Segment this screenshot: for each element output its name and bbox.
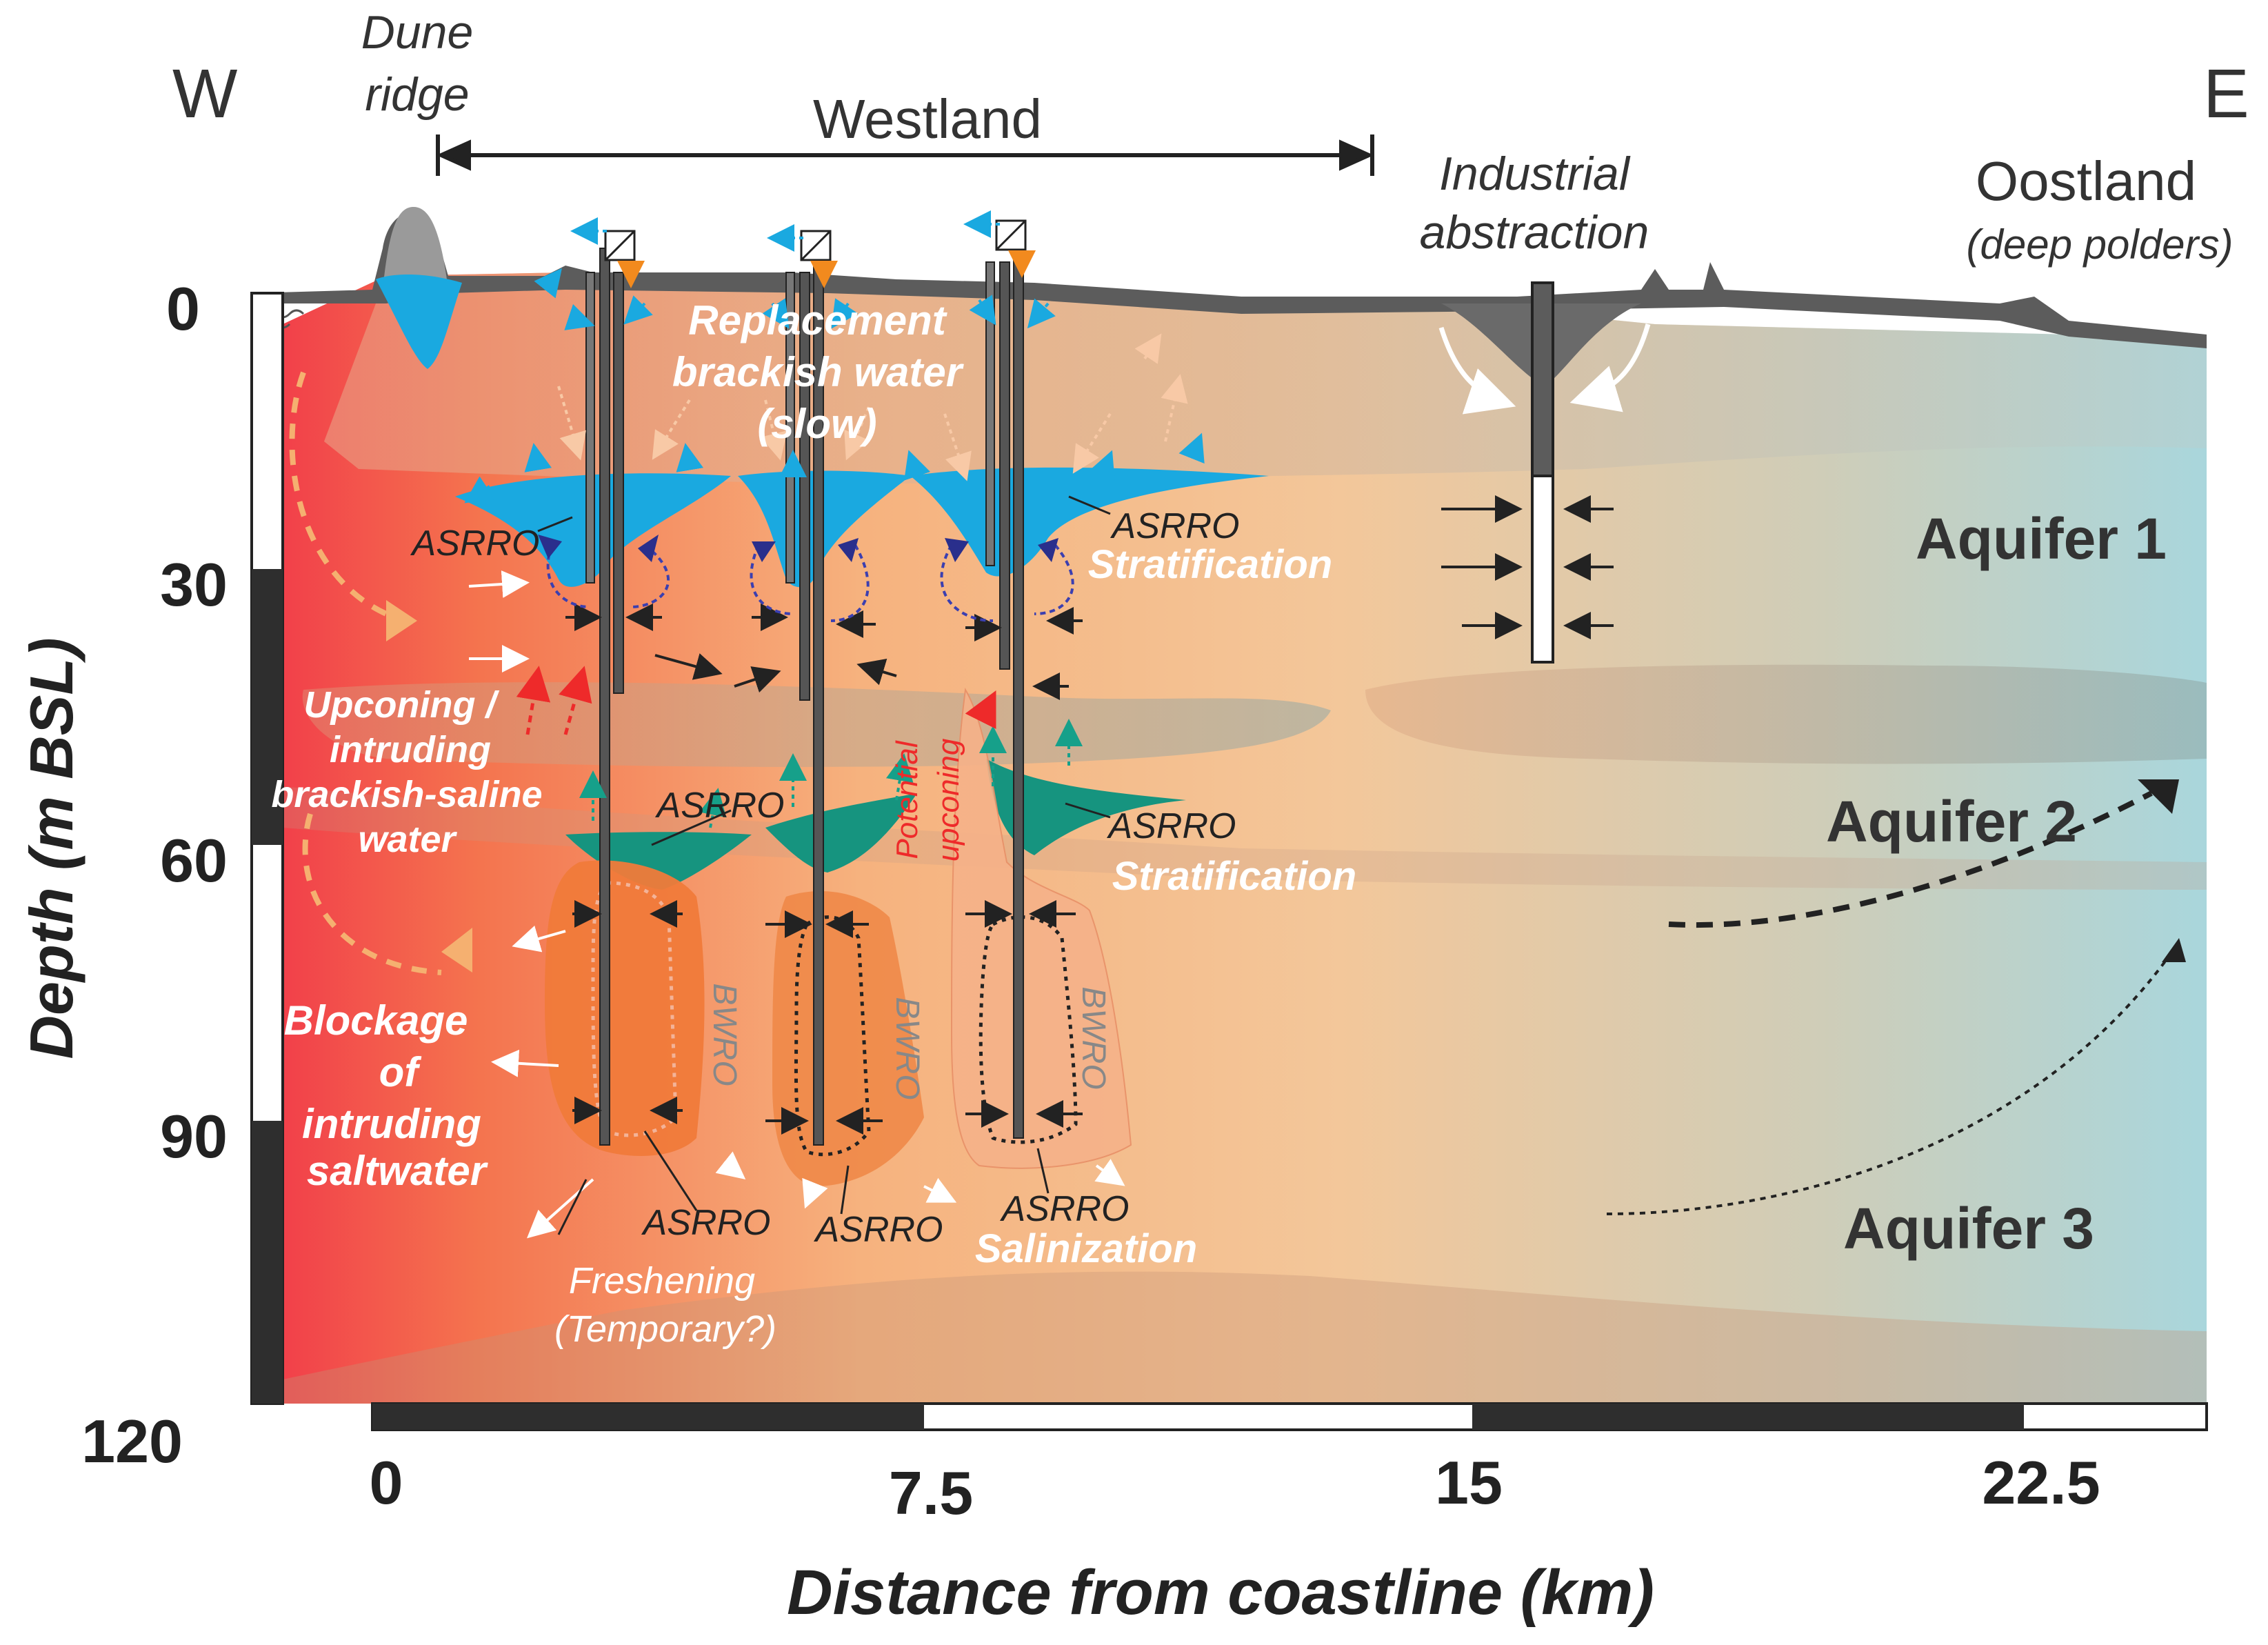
asrro-fresh-bubbles-aquifer2 — [565, 759, 1186, 890]
x-tick-0: 0 — [370, 1448, 403, 1517]
clay-layer-3 — [283, 786, 2207, 890]
y-tick-90: 90 — [160, 1102, 228, 1170]
navy-arrowheads — [538, 535, 1058, 562]
asrro-label-a2-right: ASRRO — [1107, 806, 1236, 846]
inflow-arrows-industrial — [1441, 495, 1614, 639]
aquifer-3-label: Aquifer 3 — [1843, 1196, 2094, 1261]
y-axis-title: Depth (m BSL) — [17, 637, 86, 1059]
aquifer-1-label: Aquifer 1 — [1916, 506, 2167, 571]
westland-label: Westland — [813, 88, 1042, 150]
asrro-well-3 — [985, 219, 1027, 1139]
bwro-label-2: BWRO — [889, 997, 925, 1099]
freshening-label-line2: (Temporary?) — [554, 1308, 776, 1350]
industrial-label-line2: abstraction — [1420, 206, 1649, 259]
replacement-label-line2: brackish water — [672, 349, 965, 395]
bwro-plume-1 — [545, 860, 705, 1156]
freshening-label-line1: Freshening — [569, 1260, 755, 1302]
asrro-label-a1-left: ASRRO — [410, 524, 540, 564]
oostland-sub-label: (deep polders) — [1967, 221, 2234, 268]
orange-well-arrows — [617, 250, 1036, 288]
bwro-plume-3 — [950, 688, 1132, 1169]
x-tick-22-5: 22.5 — [1982, 1448, 2100, 1517]
coastal-intrusion-arrows — [289, 371, 442, 975]
upconing-label-line3: brackish-saline — [271, 774, 542, 815]
coastal-intrusion-arrowheads — [386, 600, 472, 973]
y-tick-0: 0 — [166, 275, 200, 343]
upconing-label-line2: intruding — [330, 729, 491, 770]
asrro-label-a2-left: ASRRO — [655, 786, 785, 826]
clay-lens-2 — [1365, 664, 2207, 764]
lateral-arrows-black — [565, 604, 1083, 1135]
distance-scale-bar — [371, 1402, 2208, 1431]
y-tick-120: 120 — [81, 1407, 183, 1475]
bwro-plume-2-inner — [794, 915, 871, 1157]
industrial-label-line1: Industrial — [1439, 148, 1631, 200]
blockage-label-line4: saltwater — [307, 1148, 489, 1194]
west-label: W — [172, 55, 238, 132]
bwro-label-1: BWRO — [706, 983, 743, 1086]
y-tick-30: 30 — [160, 550, 228, 619]
stratification-label-1: Stratification — [1088, 542, 1333, 587]
blockage-label-line3: intruding — [302, 1101, 481, 1147]
salinization-label: Salinization — [975, 1226, 1197, 1271]
bottom-clay — [283, 1271, 2207, 1404]
asrro-label-a3-2: ASRRO — [814, 1210, 943, 1250]
bwro-label-3: BWRO — [1075, 986, 1112, 1089]
x-axis-title: Distance from coastline (km) — [787, 1557, 1654, 1628]
surface-topsoil — [255, 212, 2207, 348]
dune-ridge-label-line2: ridge — [365, 68, 469, 121]
bwro-plumes — [545, 688, 1132, 1186]
bwro-plume-3-inner — [979, 915, 1078, 1144]
westland-bracket — [436, 134, 1374, 176]
x-tick-15: 15 — [1435, 1448, 1503, 1517]
stratification-label-2: Stratification — [1112, 854, 1357, 899]
asrro-well-1 — [585, 230, 636, 1146]
asrro-label-a1-right: ASRRO — [1110, 506, 1240, 546]
aquifer-2-label: Aquifer 2 — [1826, 789, 2077, 854]
asrro-label-a3-3: ASRRO — [1000, 1189, 1130, 1229]
dune-freshwater-lens — [376, 275, 462, 369]
depth-scale-bar — [250, 292, 284, 1405]
drawdown-arrows — [1438, 323, 1651, 415]
dune-ridge-label-line1: Dune — [361, 6, 474, 59]
upconing-label-line1: Upconing / — [304, 684, 500, 726]
surface-blue-arrows — [464, 210, 1205, 504]
navy-circulation-arrows — [546, 544, 1074, 622]
asrro-label-a3-1: ASRRO — [641, 1203, 771, 1243]
dune-ridge — [383, 207, 448, 290]
inland-flow-arrows — [1606, 779, 2186, 1215]
potential-upconing-label-line2: upconing — [932, 738, 965, 861]
oostland-label: Oostland — [1976, 150, 2196, 212]
y-tick-60: 60 — [160, 826, 228, 895]
industrial-well — [1531, 281, 1554, 664]
replacement-label-line1: Replacement — [688, 297, 947, 343]
saltwater-arrows-white — [468, 570, 1125, 1239]
asrro-well-2 — [785, 230, 832, 1146]
peach-dashed-arrows — [557, 333, 1188, 481]
east-label: E — [2203, 55, 2249, 132]
bwro-plume-2 — [772, 890, 924, 1186]
potential-upconing-label-line1: Potential — [890, 740, 924, 859]
upconing-red-arrows — [516, 666, 996, 735]
leader-lines — [537, 495, 1111, 1235]
upconing-label-line4: water — [358, 819, 457, 860]
blockage-label-line2: of — [379, 1049, 422, 1095]
x-tick-7-5: 7.5 — [889, 1459, 973, 1527]
text-layer: W E Dune ridge Westland Industrial abstr… — [17, 6, 2249, 1628]
teal-upward-arrows — [579, 719, 1083, 828]
blockage-label-line1: Blockage — [284, 997, 468, 1044]
replacement-label-line3: (slow) — [757, 401, 876, 447]
